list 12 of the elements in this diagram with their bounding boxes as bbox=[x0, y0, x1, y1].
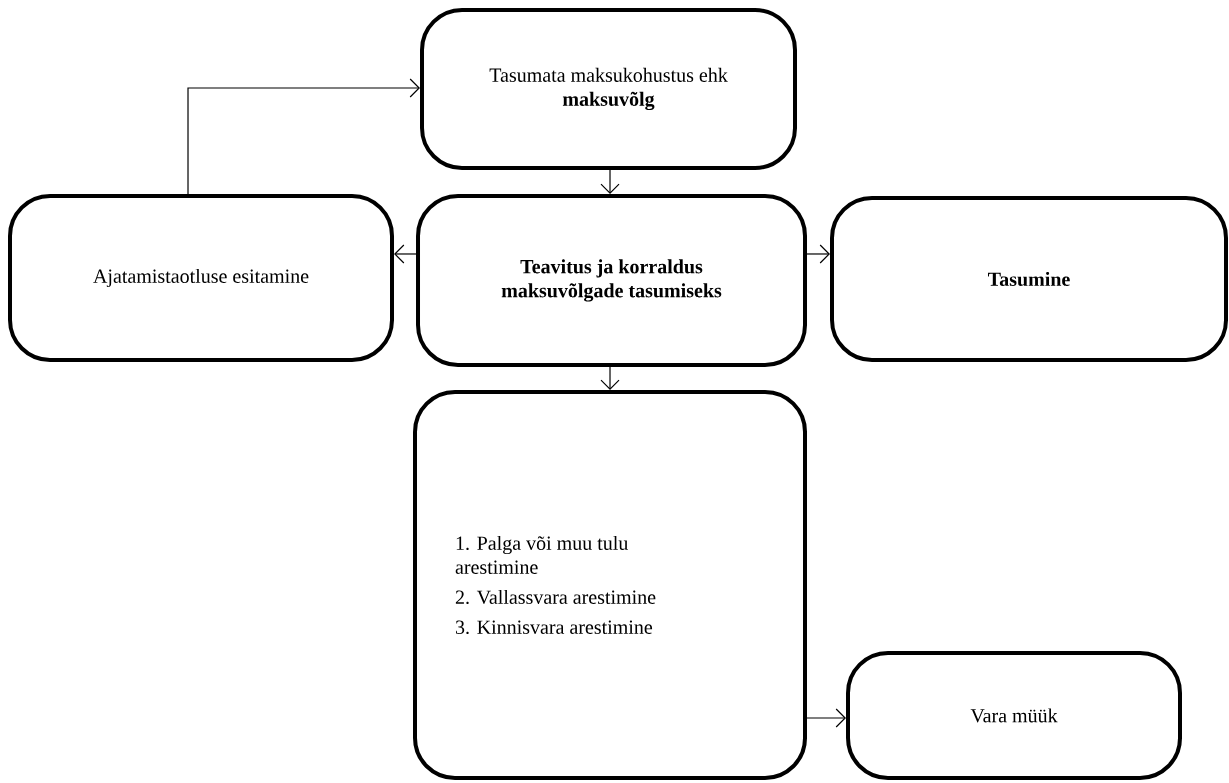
process-box: 1. Palga või muu tulu arestimine 2. Vallassvara arestimine 3. Kinnisvara arestimine bbox=[413, 390, 807, 780]
process-box: Ajatamistaotluse esitamine bbox=[8, 194, 394, 362]
process-box: Tasumine bbox=[830, 196, 1228, 362]
process-box: Teavitus ja korraldus maksuvõlgade tasumiseks bbox=[416, 194, 807, 367]
arrow bbox=[394, 244, 417, 264]
arrow bbox=[600, 169, 620, 194]
arrow bbox=[806, 244, 830, 264]
arrow bbox=[806, 708, 846, 728]
process-box: Tasumata maksukohustus ehk maksuvõlg bbox=[420, 8, 797, 170]
arrow bbox=[600, 366, 620, 390]
arrow bbox=[187, 78, 420, 195]
process-box: Vara müük bbox=[846, 651, 1182, 780]
